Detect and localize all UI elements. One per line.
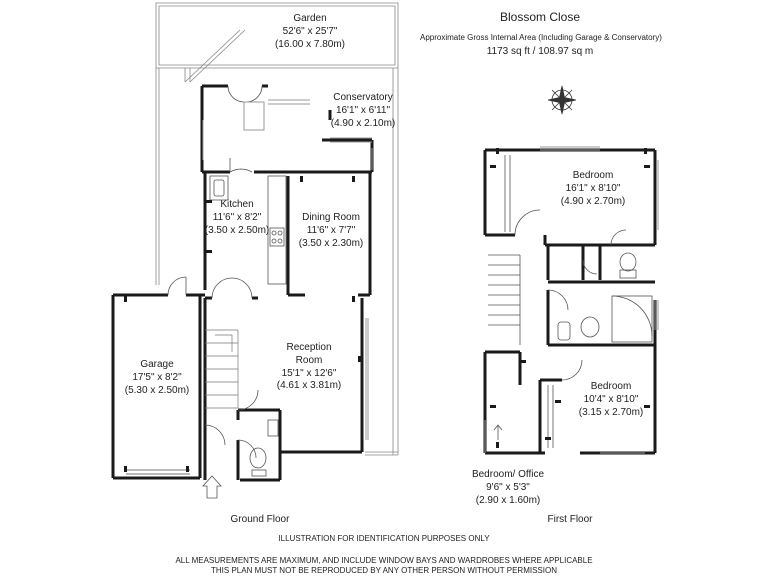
dining-name: Dining Room	[302, 212, 360, 223]
ground-floor-doors	[167, 85, 263, 459]
entrance-arrow	[202, 475, 222, 499]
room-label-garage: Garage 17'5" x 8'2" (5.30 x 2.50m)	[118, 359, 196, 397]
conservatory-imperial: 16'1" x 6'11"	[335, 104, 391, 116]
kitchen-fixtures	[209, 175, 287, 285]
garden-imperial: 52'6" x 25'7"	[282, 25, 338, 37]
garage-name: Garage	[140, 359, 174, 370]
bedroom-2-metric: (3.15 x 2.70m)	[578, 406, 644, 418]
office-metric: (2.90 x 1.60m)	[475, 494, 541, 506]
room-label-garden: Garden 52'6" x 25'7" (16.00 x 7.80m)	[250, 13, 370, 51]
first-floor-details	[488, 155, 653, 448]
room-label-dining: Dining Room 11'6" x 7'7" (3.50 x 2.30m)	[290, 212, 372, 250]
bedroom-1-imperial: 16'1" x 8'10"	[565, 182, 621, 194]
garden-metric: (16.00 x 7.80m)	[274, 38, 346, 50]
conservatory-name: Conservatory	[333, 92, 393, 103]
ground-floor-walls	[111, 84, 374, 482]
room-label-office: Bedroom/ Office 9'6" x 5'3" (2.90 x 1.60…	[458, 469, 558, 507]
reception-imperial: 15'1" x 12'6"	[281, 367, 337, 379]
first-floor-markers	[490, 148, 650, 448]
room-label-conservatory: Conservatory 16'1" x 6'11" (4.90 x 2.10m…	[318, 92, 408, 130]
room-label-kitchen: Kitchen 11'6" x 8'2" (3.50 x 2.50m)	[201, 199, 273, 237]
first-floor-label: First Floor	[547, 514, 593, 525]
room-label-bedroom-1: Bedroom 16'1" x 8'10" (4.90 x 2.70m)	[548, 170, 638, 208]
stairs-arrow	[493, 424, 503, 440]
room-label-reception: Reception Room 15'1" x 12'6" (4.61 x 3.8…	[266, 342, 352, 393]
garage-imperial: 17'5" x 8'2"	[132, 371, 182, 383]
garage-metric: (5.30 x 2.50m)	[124, 384, 190, 396]
dining-imperial: 11'6" x 7'7"	[306, 224, 356, 236]
garden-name: Garden	[293, 13, 327, 24]
ground-floor-windows	[202, 99, 373, 440]
first-floor-windows	[484, 146, 659, 454]
wc-fixtures	[249, 419, 279, 477]
compass-rose	[547, 85, 577, 115]
garden-outline	[155, 2, 399, 456]
bedroom-2-name: Bedroom	[590, 381, 632, 392]
reception-name-line2: Room	[295, 354, 323, 366]
conservatory-metric: (4.90 x 2.10m)	[330, 117, 396, 129]
identification-note: ILLUSTRATION FOR IDENTIFICATION PURPOSES…	[278, 534, 490, 543]
kitchen-name: Kitchen	[220, 199, 254, 210]
property-title: Blossom Close	[499, 10, 581, 24]
reception-metric: (4.61 x 3.81m)	[276, 380, 342, 392]
reception-name: Reception	[286, 342, 332, 353]
measurement-disclaimer: ALL MEASUREMENTS ARE MAXIMUM, AND INCLUD…	[175, 556, 593, 565]
bedroom-1-name: Bedroom	[572, 170, 614, 181]
office-imperial: 9'6" x 5'3"	[486, 481, 530, 493]
reproduction-disclaimer: THIS PLAN MUST NOT BE REPRODUCED BY ANY …	[211, 566, 557, 575]
area-total: 1173 sq ft / 108.97 sq m	[486, 46, 594, 57]
bedroom-1-metric: (4.90 x 2.70m)	[560, 195, 626, 207]
bedroom-2-imperial: 10'4" x 8'10"	[583, 393, 639, 405]
kitchen-imperial: 11'6" x 8'2"	[212, 211, 262, 223]
room-label-bedroom-2: Bedroom 10'4" x 8'10" (3.15 x 2.70m)	[566, 381, 656, 419]
ground-floor-stairs	[205, 329, 239, 409]
office-name: Bedroom/ Office	[471, 469, 545, 480]
ground-floor-label: Ground Floor	[230, 514, 290, 525]
kitchen-metric: (3.50 x 2.50m)	[204, 224, 270, 236]
ground-floor-markers	[124, 176, 361, 472]
dining-metric: (3.50 x 2.30m)	[298, 237, 364, 249]
area-subtitle: Approximate Gross Internal Area (Includi…	[420, 33, 662, 42]
